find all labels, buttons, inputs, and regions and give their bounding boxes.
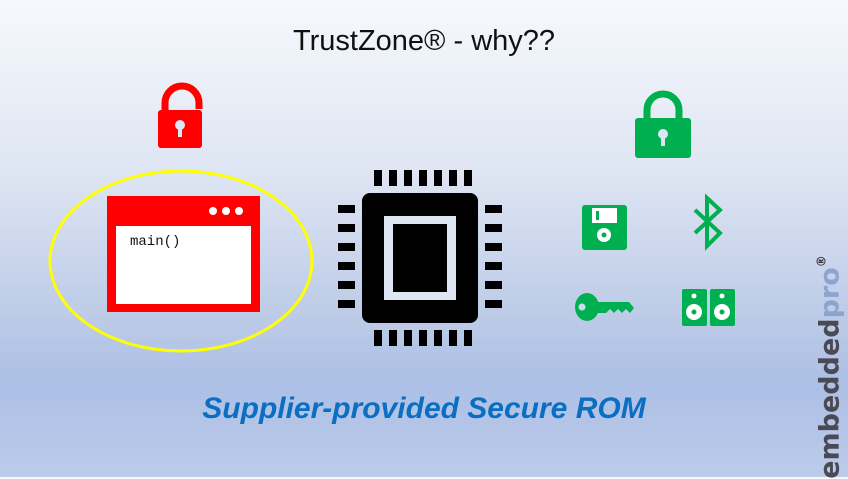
chip-pin xyxy=(434,330,442,346)
chip-pin xyxy=(374,170,382,186)
chip-pin xyxy=(434,170,442,186)
chip-pin xyxy=(389,330,397,346)
chip-pin xyxy=(449,330,457,346)
logo-part1: embedded xyxy=(814,318,846,479)
chip-icon xyxy=(338,170,502,346)
chip-pin xyxy=(404,170,412,186)
chip-pin xyxy=(485,224,502,232)
floppy-disk-icon xyxy=(582,205,627,250)
chip-pin xyxy=(449,170,457,186)
chip-pin xyxy=(485,281,502,289)
embeddedpro-logo: embeddedpro® xyxy=(815,255,846,479)
chip-pin xyxy=(338,243,355,251)
chip-pin xyxy=(338,281,355,289)
key-icon xyxy=(575,293,634,321)
chip-pin xyxy=(338,300,355,308)
slide-subtitle: Supplier-provided Secure ROM xyxy=(202,392,646,425)
chip-pin xyxy=(338,205,355,213)
unlocked-padlock-icon xyxy=(158,82,203,148)
chip-pin xyxy=(464,330,472,346)
logo-mark: ® xyxy=(814,255,829,268)
app-window-icon xyxy=(107,196,260,312)
code-text: main() xyxy=(130,234,181,250)
chip-pin xyxy=(374,330,382,346)
chip-pin xyxy=(419,170,427,186)
chip-pin xyxy=(404,330,412,346)
chip-pin xyxy=(419,330,427,346)
locked-padlock-icon xyxy=(635,90,691,158)
logo-part2: pro xyxy=(814,267,846,319)
chip-pin xyxy=(464,170,472,186)
bluetooth-icon xyxy=(693,193,723,251)
chip-pin xyxy=(338,224,355,232)
slide-title: TrustZone® - why?? xyxy=(292,25,556,57)
highlight-ellipse xyxy=(48,169,314,353)
chip-pin xyxy=(389,170,397,186)
chip-pin xyxy=(485,243,502,251)
chip-pin xyxy=(485,205,502,213)
chip-pin xyxy=(485,262,502,270)
speakers-icon xyxy=(682,289,735,326)
chip-pin xyxy=(338,262,355,270)
chip-pin xyxy=(485,300,502,308)
